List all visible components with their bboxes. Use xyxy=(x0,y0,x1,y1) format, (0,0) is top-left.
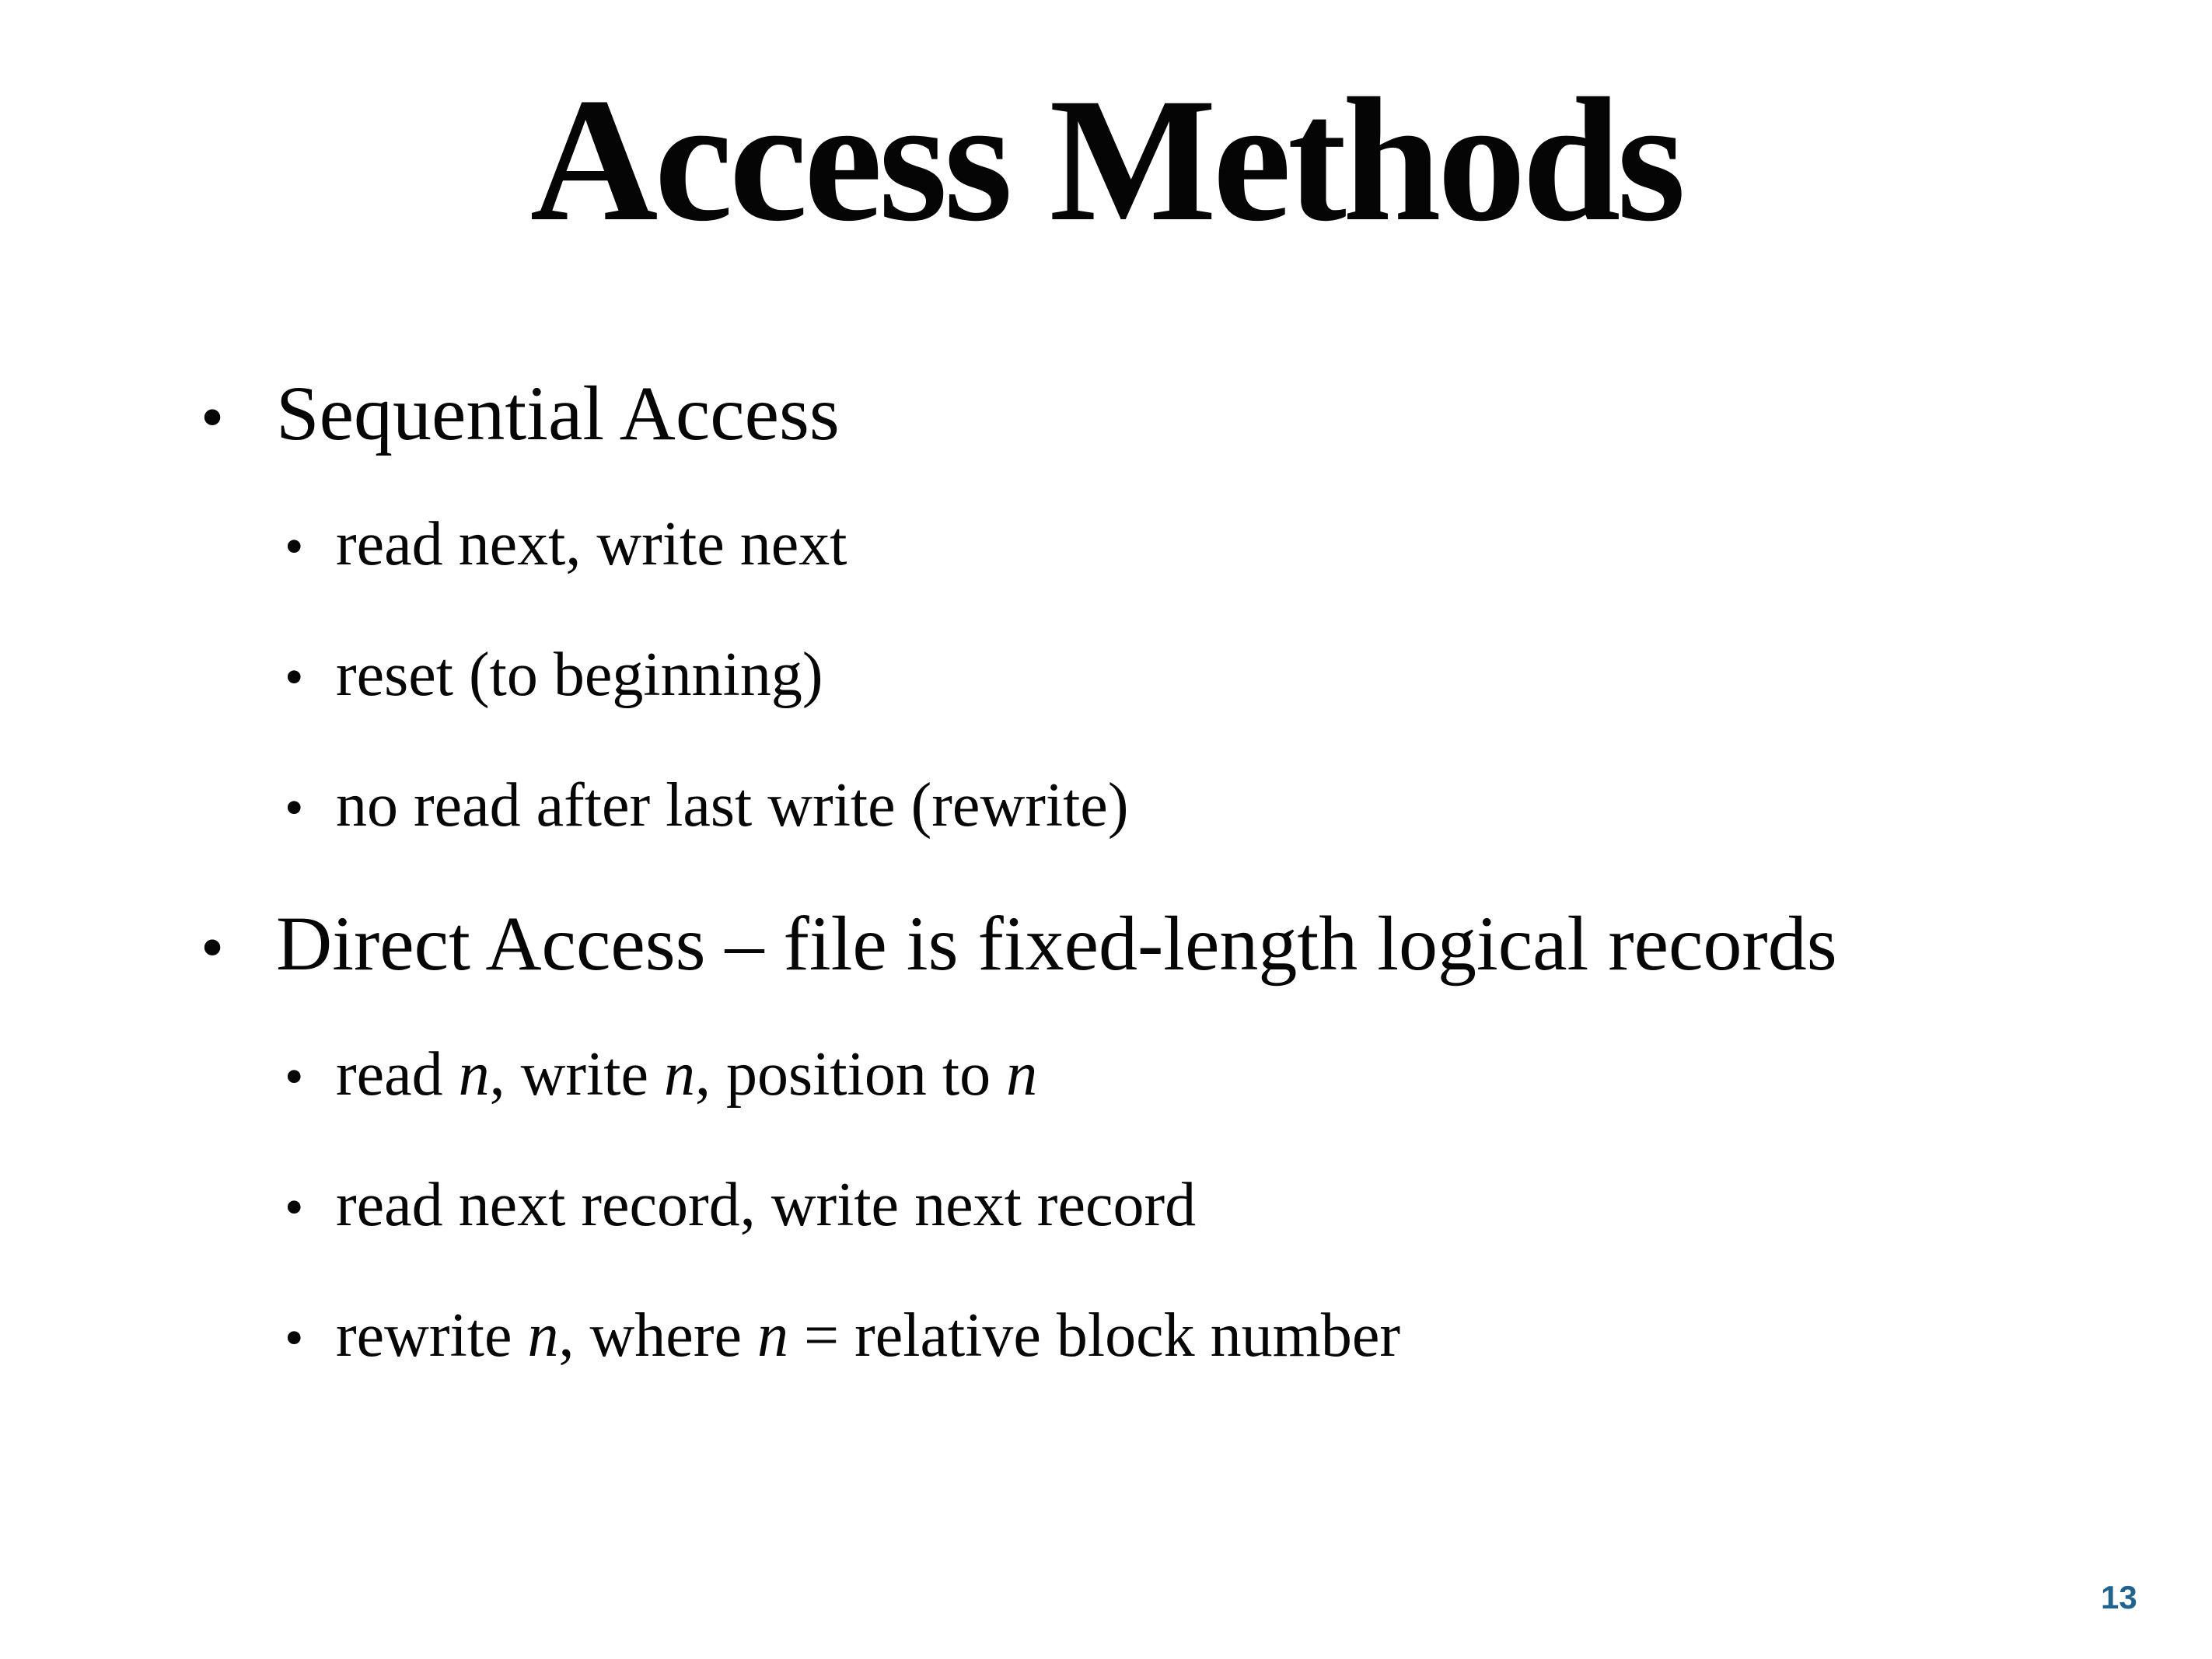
bullet-text: Sequential Access xyxy=(276,370,840,456)
bullet-text: rewrite n, where n = relative block numb… xyxy=(336,1301,1401,1370)
bullet-marker-icon: • xyxy=(285,1047,304,1107)
bullet-text: no read after last write (rewrite) xyxy=(336,771,1129,840)
bullet-text: Direct Access – file is fixed-length log… xyxy=(276,900,1837,987)
bullet-text: read n, write n, position to n xyxy=(336,1040,1038,1109)
bullet-item: • read next record, write next record xyxy=(285,1168,2165,1245)
bullet-item: • rewrite n, where n = relative block num… xyxy=(285,1298,2165,1376)
slide-title: Access Methods xyxy=(529,62,1686,258)
bullet-item: • Direct Access – file is fixed-length lo… xyxy=(201,899,2165,992)
bullet-marker-icon: • xyxy=(285,517,304,577)
bullet-item: • Sequential Access xyxy=(201,368,2165,462)
bullet-text: read next record, write next record xyxy=(336,1171,1197,1239)
bullet-text: reset (to beginning) xyxy=(336,641,823,709)
bullet-item: • read n, write n, position to n xyxy=(285,1037,2165,1115)
bullet-marker-icon: • xyxy=(201,910,225,984)
bullet-item: • reset (to beginning) xyxy=(285,637,2165,715)
bullet-item: • no read after last write (rewrite) xyxy=(285,768,2165,846)
bullet-text: read next, write next xyxy=(336,510,847,578)
bullet-marker-icon: • xyxy=(285,1178,304,1238)
bullet-marker-icon: • xyxy=(285,648,304,707)
bullet-marker-icon: • xyxy=(201,379,225,454)
bullet-marker-icon: • xyxy=(285,778,304,838)
page-number: 13 xyxy=(2101,1579,2137,1615)
bullet-item: • read next, write next xyxy=(285,507,2165,585)
bullet-marker-icon: • xyxy=(285,1308,304,1368)
bullet-list: • Sequential Access • read next, write next… xyxy=(201,368,2165,1429)
